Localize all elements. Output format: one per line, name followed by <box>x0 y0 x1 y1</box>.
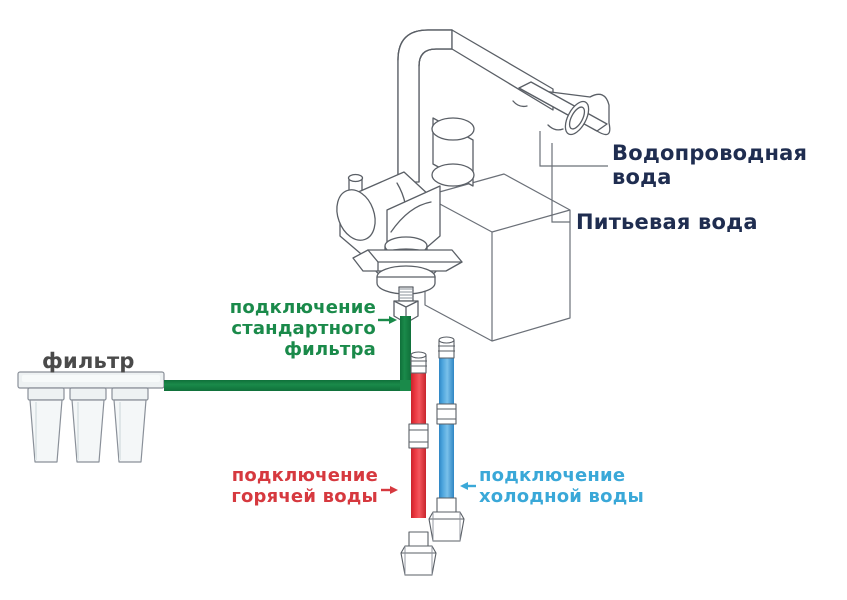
label-tap-water: Водопроводная вода <box>612 141 808 190</box>
leader-lines <box>539 131 608 223</box>
cold-water-hose <box>428 336 465 542</box>
label-filter: фильтр <box>42 349 135 373</box>
filter-connection-pipe <box>164 316 411 391</box>
label-arrows <box>378 316 476 494</box>
label-cold-water-connection: подключение холодной воды <box>479 465 644 507</box>
label-standard-filter-connection: подключение стандартного фильтра <box>229 297 376 360</box>
label-drinking-water: Питьевая вода <box>576 210 758 234</box>
label-hot-water-connection: подключение горячей воды <box>231 465 378 507</box>
arrow-cold-water-icon <box>460 482 476 490</box>
countertop-box <box>424 173 571 342</box>
arrow-standard-filter-icon <box>378 316 397 324</box>
hot-water-hose <box>400 351 437 576</box>
faucet-assembly <box>336 29 611 324</box>
water-filter-unit <box>17 371 165 463</box>
arrow-hot-water-icon <box>381 486 398 494</box>
